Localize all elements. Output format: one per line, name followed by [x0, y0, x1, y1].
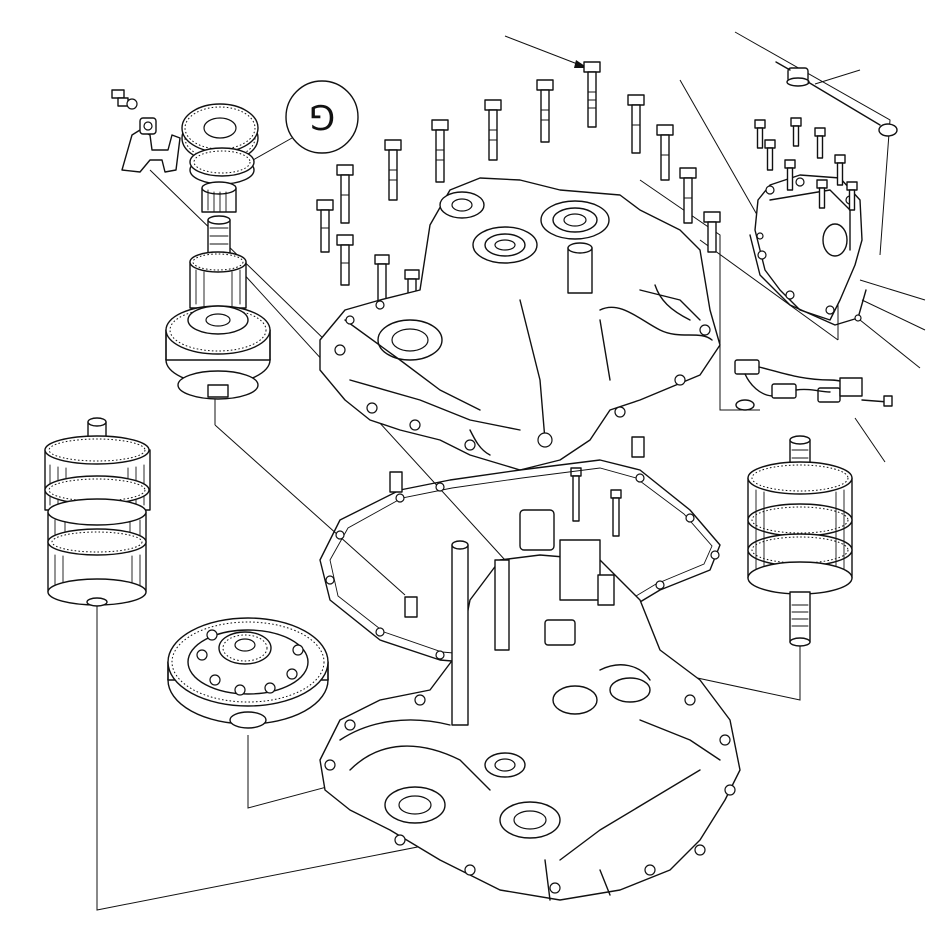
- idler-gear-set: [181, 103, 259, 213]
- small-bolt: [111, 89, 138, 110]
- bolt: [656, 124, 674, 181]
- bolt: [610, 489, 622, 537]
- dipstick: [775, 61, 898, 137]
- bolt: [384, 139, 402, 201]
- bolt: [484, 99, 502, 161]
- callout-symbol: ⅁: [309, 99, 335, 139]
- bolt: [431, 119, 449, 183]
- bolt: [570, 467, 582, 522]
- bolt: [536, 79, 554, 143]
- shift-fork: [121, 117, 181, 173]
- bolt: [316, 199, 334, 253]
- upper-transmission-case: [319, 177, 721, 471]
- bolt: [703, 211, 721, 253]
- bolt: [336, 164, 354, 224]
- bolt: [679, 167, 697, 224]
- bolt: [583, 61, 601, 128]
- lower-transmission-case: [319, 509, 741, 901]
- case-gasket: [319, 436, 721, 666]
- end-cover: [749, 174, 867, 326]
- secondary-shaft-assembly: [44, 417, 151, 607]
- mainshaft-assembly: [747, 435, 853, 647]
- callout-bubble: ⅁: [285, 80, 359, 154]
- differential-assembly: [167, 617, 329, 729]
- bolt: [627, 94, 645, 154]
- bolt: [336, 234, 354, 286]
- wire-harness: [734, 359, 893, 411]
- cover-bolts: [754, 117, 858, 211]
- countershaft-assembly: [165, 215, 271, 400]
